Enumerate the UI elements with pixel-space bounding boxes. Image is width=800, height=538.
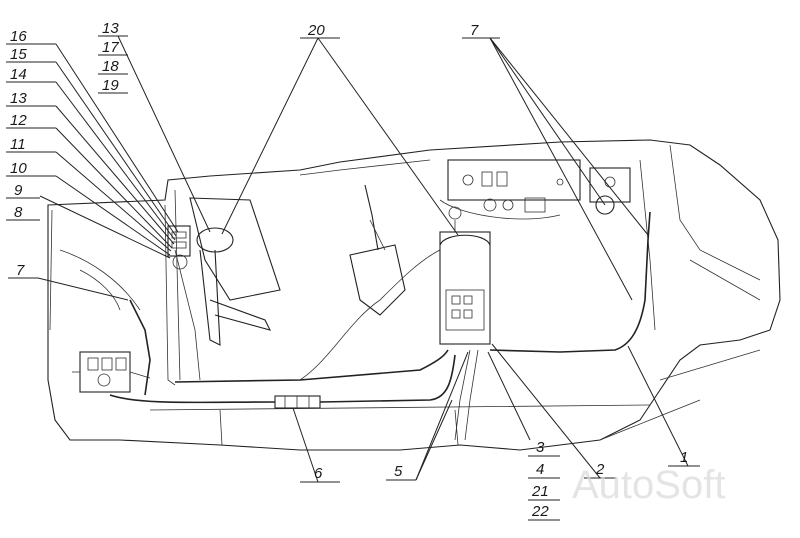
- label-14: 14: [10, 66, 27, 83]
- label-10: 10: [10, 160, 27, 177]
- gear-lever: [299, 184, 441, 381]
- label-9: 9: [14, 182, 23, 199]
- right-side-component: [589, 167, 631, 215]
- label-20: 20: [307, 22, 325, 39]
- callout-labels: 13 17 18 19 20 7 16 15 14 13 12 11 10 9 …: [10, 20, 688, 520]
- label-7-left: 7: [16, 262, 25, 279]
- pedal-assembly: [164, 189, 281, 386]
- label-2: 2: [595, 461, 605, 478]
- label-22: 22: [531, 503, 549, 520]
- label-5: 5: [394, 463, 403, 480]
- label-13-left: 13: [10, 90, 27, 107]
- label-8: 8: [14, 204, 23, 221]
- label-18: 18: [102, 58, 119, 75]
- label-17: 17: [102, 39, 119, 56]
- label-12: 12: [10, 112, 27, 129]
- label-11: 11: [10, 136, 26, 153]
- label-15: 15: [10, 46, 27, 63]
- harness-connector: [274, 395, 321, 409]
- label-4: 4: [536, 461, 544, 478]
- wiring-harness: [109, 211, 651, 441]
- dashboard-panel: [439, 159, 581, 220]
- leader-lines: [37, 35, 689, 483]
- cab-outline: [47, 139, 781, 451]
- label-16: 16: [10, 28, 27, 45]
- label-13-top: 13: [102, 20, 119, 37]
- label-underlines: [6, 35, 700, 521]
- label-21: 21: [531, 483, 549, 500]
- central-junction-box: [439, 206, 491, 345]
- label-19: 19: [102, 77, 119, 94]
- label-3: 3: [536, 439, 545, 456]
- watermark: AutoSoft: [572, 463, 725, 507]
- label-7-top: 7: [470, 22, 479, 39]
- left-front-unit: [72, 351, 151, 393]
- label-6: 6: [314, 465, 323, 482]
- label-1: 1: [680, 449, 688, 466]
